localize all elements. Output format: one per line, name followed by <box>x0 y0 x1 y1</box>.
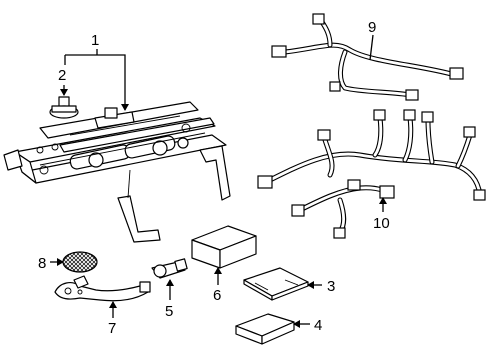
part-4-pad <box>235 313 295 345</box>
callout-6: 6 <box>213 287 221 304</box>
callout-9-leader <box>369 34 374 61</box>
callout-4: 4 <box>314 317 322 334</box>
part-3-control-module <box>243 267 309 301</box>
callout-9: 9 <box>368 19 376 36</box>
seat-adjuster-frame <box>3 101 231 243</box>
wire-harness-9 <box>271 13 464 101</box>
callout-8: 8 <box>38 255 46 272</box>
part-2-cap <box>49 96 79 119</box>
part-7-bracket <box>54 275 151 302</box>
wire-harness-10 <box>257 109 486 239</box>
part-5-switch <box>151 258 188 279</box>
callout-3: 3 <box>327 278 335 295</box>
callout-1: 1 <box>91 32 99 49</box>
part-6-module <box>191 225 257 269</box>
callout-2: 2 <box>58 67 66 84</box>
callout-5: 5 <box>165 303 173 320</box>
callout-10: 10 <box>373 215 390 232</box>
callout-1-leader <box>65 54 129 111</box>
part-8-grille <box>62 251 98 273</box>
callout-7: 7 <box>108 320 116 337</box>
